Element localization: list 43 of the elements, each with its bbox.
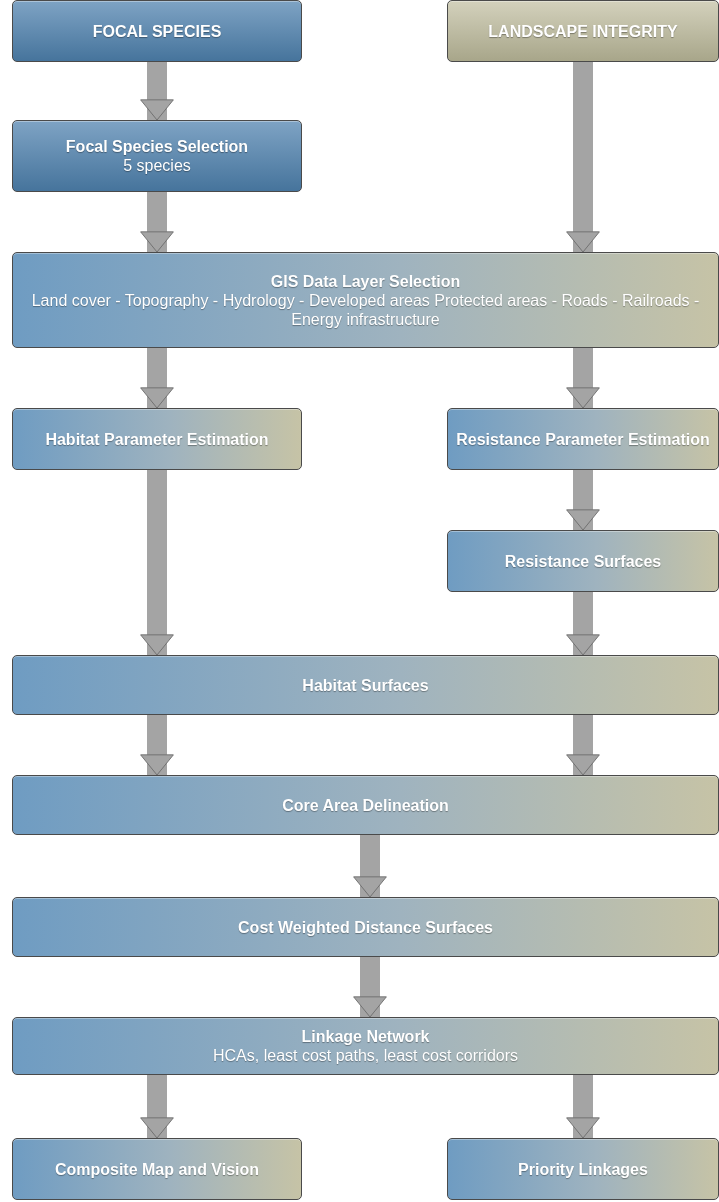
node-text: 5 species — [122, 156, 192, 175]
block-arrow — [140, 192, 174, 253]
process-box — [12, 408, 302, 470]
node-text: Land cover - Topography - Hydrology - Developed areas Protected areas - Roads - Railroads - Energy infrastructure — [30, 290, 701, 329]
block-arrow — [353, 957, 387, 1018]
block-arrow — [566, 592, 600, 656]
node-title: Resistance Parameter Estimation — [455, 429, 711, 449]
block-arrow — [140, 1075, 174, 1139]
block-arrow — [353, 835, 387, 898]
node-title: Priority Linkages — [517, 1159, 649, 1179]
node-text: HCAs, least cost paths, least cost corridors — [212, 1046, 519, 1065]
block-arrow — [566, 348, 600, 409]
node-title: Core Area Delineation — [281, 795, 450, 815]
node-title: Cost Weighted Distance Surfaces — [237, 917, 494, 937]
process-box — [12, 1017, 719, 1075]
process-box — [447, 530, 719, 592]
process-box — [12, 120, 302, 192]
process-box — [12, 252, 719, 348]
process-box — [12, 1138, 302, 1200]
process-box — [447, 0, 719, 62]
process-box — [12, 0, 302, 62]
block-arrow — [140, 470, 174, 656]
node-title: Linkage Network — [300, 1027, 431, 1046]
node-title: Focal Species Selection — [64, 137, 250, 156]
block-arrow — [566, 62, 600, 253]
block-arrow — [566, 470, 600, 531]
node-title: LANDSCAPE INTEGRITY — [487, 21, 679, 41]
process-box — [12, 655, 719, 715]
block-arrow — [140, 348, 174, 409]
node-title: Habitat Parameter Estimation — [44, 429, 270, 449]
node-title: GIS Data Layer Selection — [269, 271, 462, 291]
block-arrow — [140, 715, 174, 776]
process-box — [12, 775, 719, 835]
process-box — [447, 1138, 719, 1200]
node-title: FOCAL SPECIES — [91, 21, 223, 41]
block-arrow — [566, 715, 600, 776]
process-box — [447, 408, 719, 470]
node-title: Habitat Surfaces — [301, 675, 430, 695]
block-arrow — [566, 1075, 600, 1139]
process-box — [12, 897, 719, 957]
block-arrow — [140, 62, 174, 121]
node-title: Composite Map and Vision — [53, 1159, 261, 1179]
node-title: Resistance Surfaces — [503, 551, 663, 571]
